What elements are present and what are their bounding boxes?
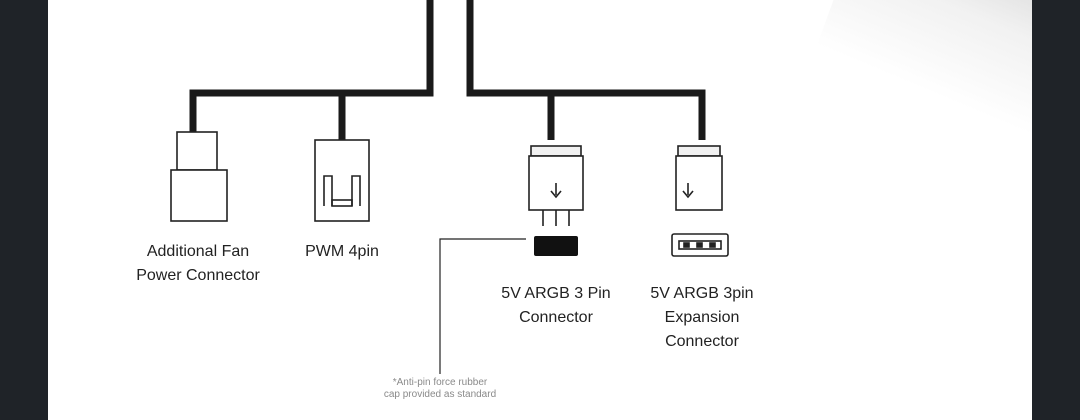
rubber-cap-icon [534,236,578,256]
diagram-panel: Additional Fan Power Connector PWM 4pin … [48,0,1032,420]
fan-power-connector-label: Additional Fan Power Connector [118,240,278,288]
expansion-socket-icon [671,233,729,257]
argb-expansion-connector-icon [675,145,723,211]
right-main-cable [466,0,706,140]
argb-expansion-label-line3: Connector [665,333,739,350]
argb-expansion-label-line1: 5V ARGB 3pin [650,285,754,302]
argb-3pin-label-line1: 5V ARGB 3 Pin [501,285,611,302]
connector-diagram [170,0,729,374]
rubber-cap-note: *Anti-pin force rubber cap provided as s… [350,377,530,401]
note-leader-line [439,238,526,374]
pwm-4pin-label: PWM 4pin [282,240,402,264]
pwm-label-line1: PWM 4pin [305,243,379,260]
fan-power-connector-icon [170,131,228,222]
note-line1: *Anti-pin force rubber [392,377,488,388]
fan-power-label-line1: Additional Fan [146,243,250,260]
left-main-cable [189,0,434,132]
note-line2: cap provided as standard [383,389,497,400]
pwm-4pin-connector-icon [314,139,370,222]
right-cable-branch [466,0,706,140]
argb-expansion-label-line2: Expansion [664,309,740,326]
argb-3pin-label-line2: Connector [519,309,593,326]
argb-expansion-connector-label: 5V ARGB 3pin Expansion Connector [632,282,772,354]
fan-power-label-line2: Power Connector [136,267,260,284]
argb-3pin-connector-icon [528,145,584,226]
argb-3pin-connector-label: 5V ARGB 3 Pin Connector [486,282,626,330]
left-cable-branch [189,0,434,140]
